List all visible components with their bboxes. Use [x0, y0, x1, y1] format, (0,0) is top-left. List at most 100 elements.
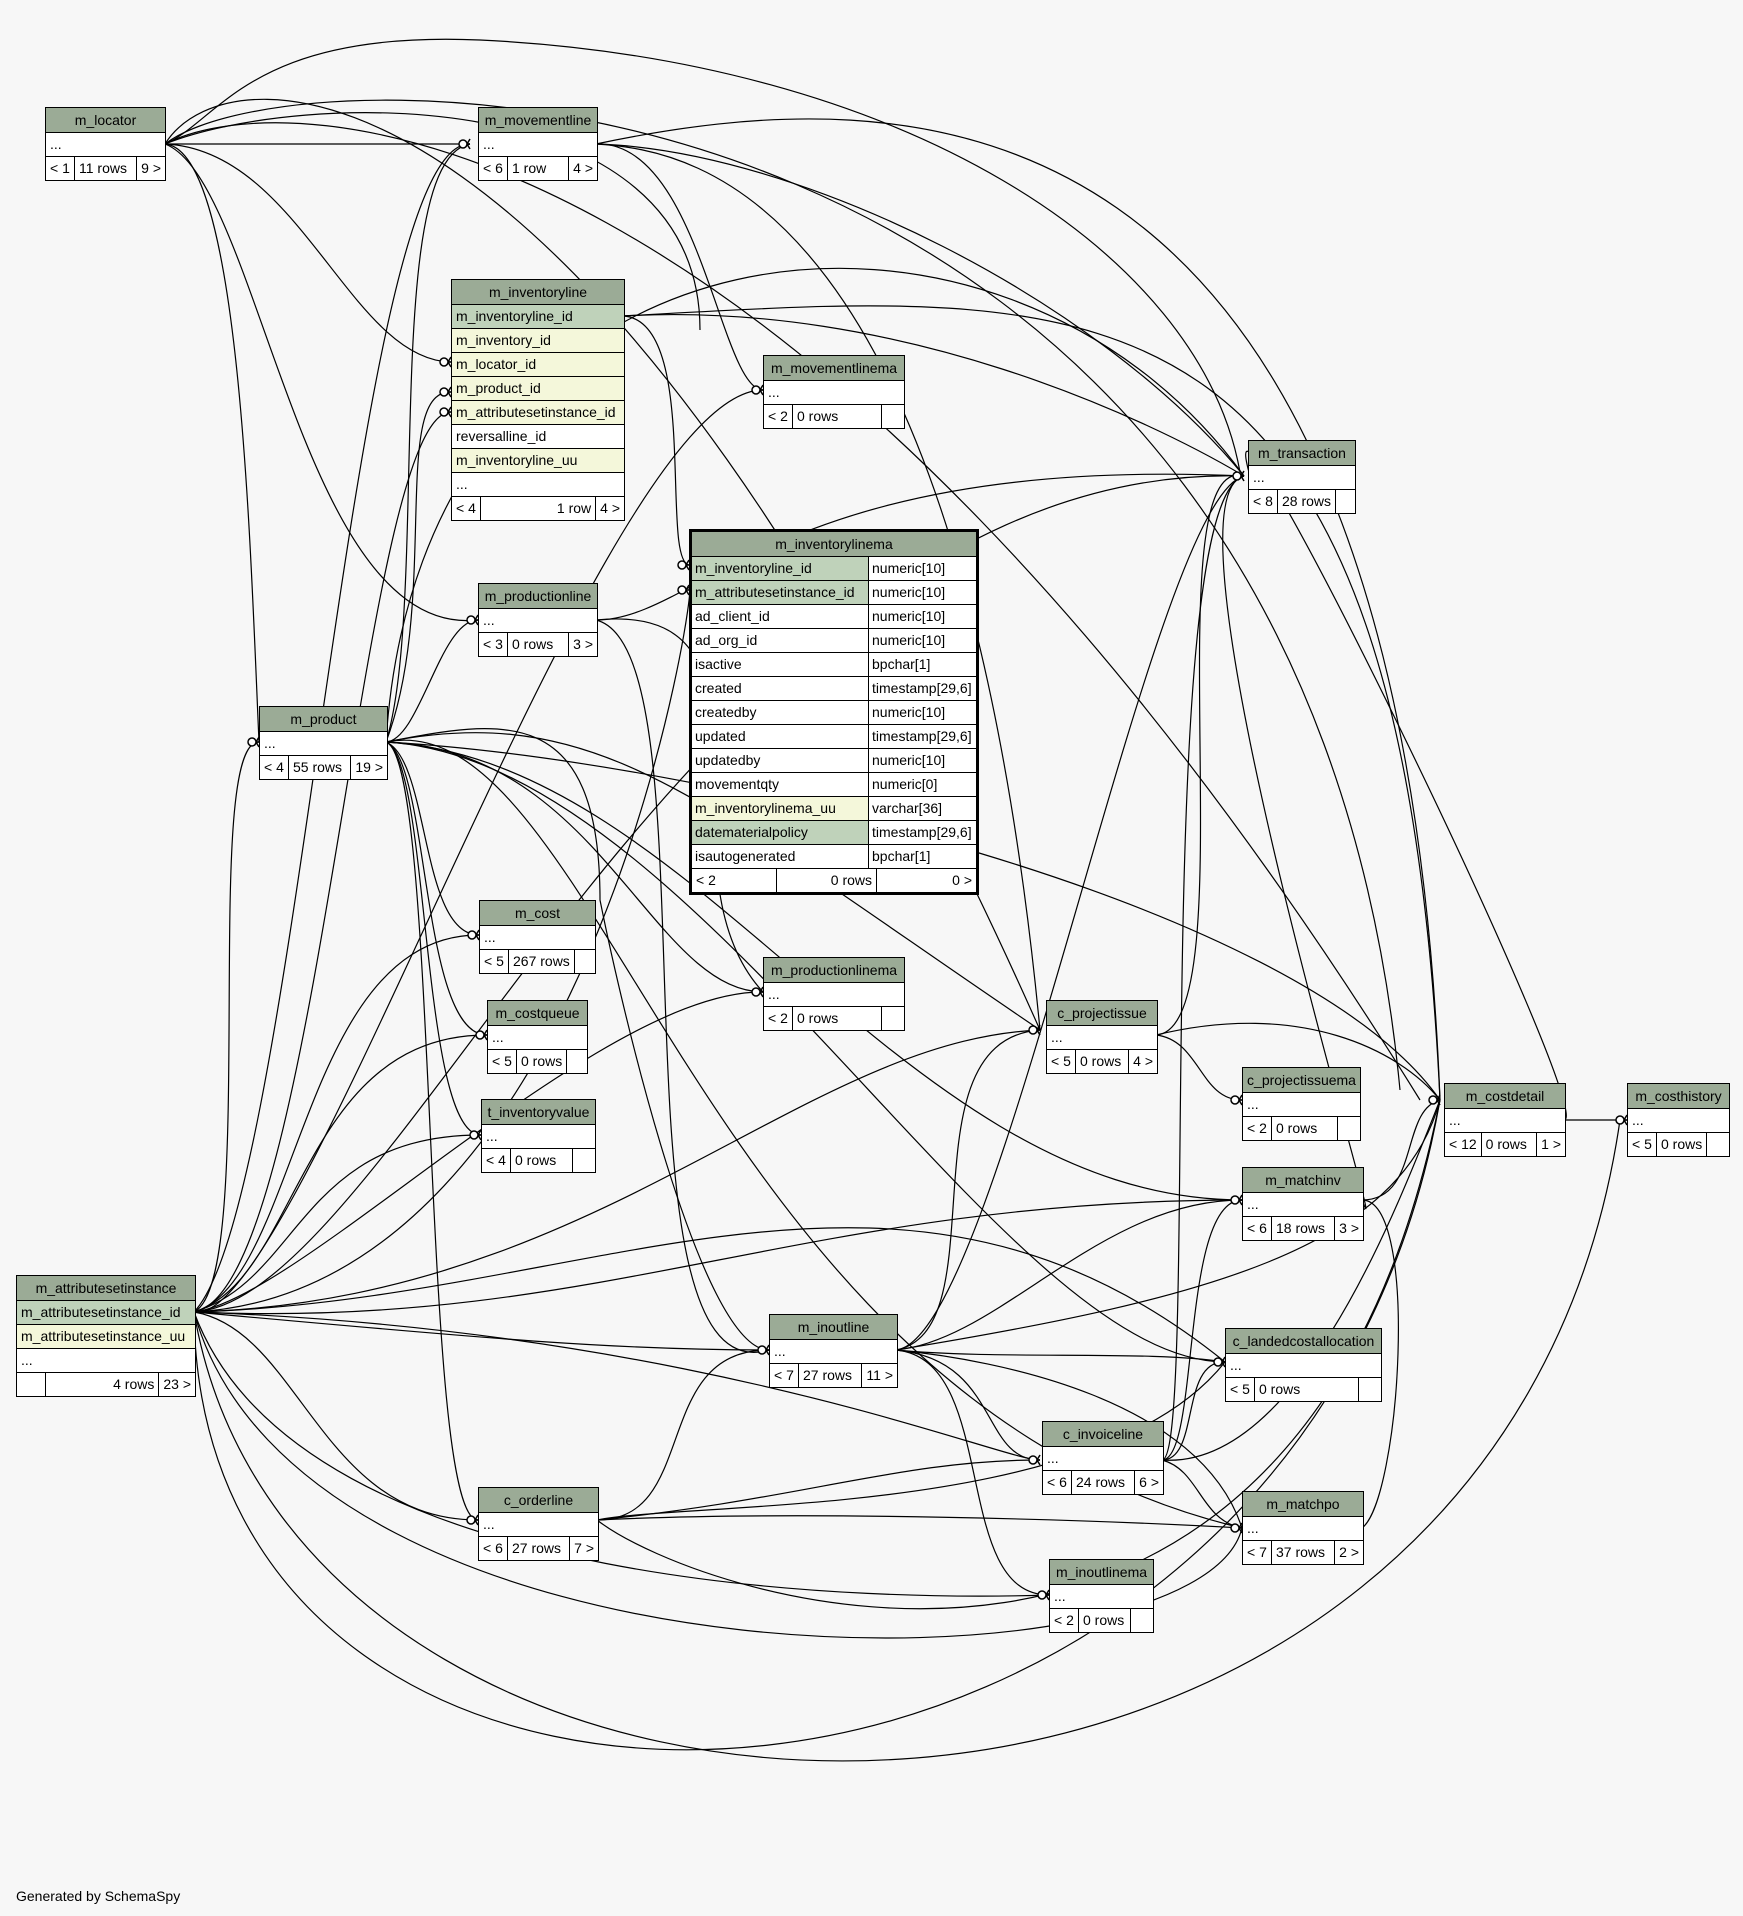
row-count: 0 rows [1272, 1117, 1338, 1140]
child-count [1359, 1378, 1381, 1401]
relationship-edge [1161, 1361, 1226, 1461]
row-count: 0 rows [777, 869, 877, 892]
table-header: c_landedcostallocation [1226, 1329, 1381, 1354]
row-count: 1 row [481, 497, 597, 520]
parent-count: < 4 [452, 497, 481, 520]
relationship-edge [193, 143, 471, 1313]
relationship-edge [385, 728, 770, 1351]
relationship-edge [1161, 1459, 1243, 1529]
parent-count: < 5 [1047, 1050, 1076, 1073]
column-name: isautogenerated [692, 845, 869, 868]
column-name: m_inventoryline_id [692, 557, 869, 580]
parent-count: < 5 [1226, 1378, 1255, 1401]
table-header: m_matchpo [1243, 1492, 1363, 1517]
relationship-edge [596, 1515, 1243, 1529]
relationship-edge [596, 1361, 1226, 1521]
column-row: ... [1249, 466, 1355, 490]
table-header: m_costdetail [1445, 1084, 1565, 1109]
crowsfoot-marker [475, 929, 480, 941]
relationship-edge [385, 619, 479, 743]
relationship-edge [164, 38, 1241, 473]
table-header: m_matchinv [1243, 1168, 1363, 1193]
row-count: 0 rows [1079, 1609, 1131, 1632]
optional-marker [1232, 471, 1242, 481]
column-type: timestamp[29,6] [869, 725, 976, 748]
crowsfoot-marker [255, 736, 260, 748]
child-count [1707, 1133, 1729, 1156]
column-type: bpchar[1] [869, 845, 976, 868]
optional-marker [751, 987, 761, 997]
column-name: m_attributesetinstance_id [692, 581, 869, 604]
column-row: ... [770, 1340, 897, 1364]
crowsfoot-marker [1045, 1589, 1050, 1601]
crowsfoot-marker [447, 356, 452, 368]
relationship-edge [193, 588, 691, 1313]
relationship-edge [622, 314, 1245, 477]
column-row: ... [17, 1349, 195, 1373]
optional-marker [1037, 1590, 1047, 1600]
row-count: 11 rows [75, 157, 138, 180]
row-count: 0 rows [517, 1050, 568, 1073]
relationship-edge [1155, 1034, 1243, 1101]
crowsfoot-marker [466, 138, 471, 150]
child-count [1336, 490, 1355, 513]
child-count: 6 > [1139, 1474, 1159, 1490]
parent-count: < 3 [479, 633, 508, 656]
column-type: bpchar[1] [869, 653, 976, 676]
row-count: 28 rows [1278, 490, 1337, 513]
optional-marker [247, 737, 257, 747]
child-count [1131, 1609, 1153, 1632]
relationship-edge [193, 1311, 770, 1351]
table-header: m_productionline [479, 584, 597, 609]
column-row: ... [1047, 1026, 1157, 1050]
optional-marker [1028, 1025, 1038, 1035]
relationship-edge [622, 305, 1441, 1101]
relationship-edge [595, 143, 764, 391]
row-count: 0 rows [511, 1149, 573, 1172]
crowsfoot-marker [765, 1344, 770, 1356]
column-row: ... [1445, 1109, 1565, 1133]
relationship-edge [385, 267, 1245, 743]
table-header: m_costhistory [1628, 1084, 1729, 1109]
child-count: 1 > [1541, 1136, 1561, 1152]
optional-marker [439, 387, 449, 397]
column-row: m_inventoryline_uu [452, 449, 624, 473]
relationship-edge [193, 475, 1245, 1313]
column-name: ad_org_id [692, 629, 869, 652]
table-header: m_inoutlinema [1050, 1560, 1153, 1585]
row-count: 18 rows [1272, 1217, 1336, 1240]
relationship-edge [385, 391, 452, 743]
